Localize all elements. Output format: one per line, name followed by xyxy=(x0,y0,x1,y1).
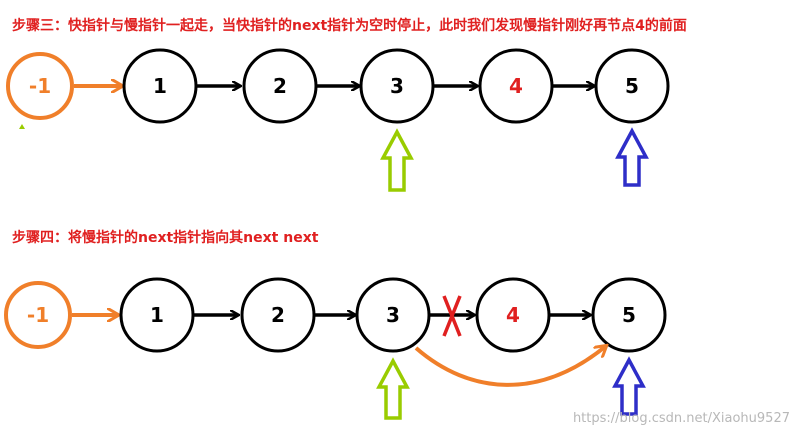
step4-new-link-3-to-5 xyxy=(414,346,606,387)
step4-node-5-label: 5 xyxy=(622,303,636,327)
step3-node-3-label: 3 xyxy=(390,74,404,98)
step4-node-head-label: -1 xyxy=(27,303,49,327)
step4-caption: 步骤四：将慢指针的next指针指向其next next xyxy=(12,229,319,246)
step4-slow-pointer-arrow-icon xyxy=(376,357,410,420)
step3-node-4-label: 4 xyxy=(509,74,523,98)
step4-node-head xyxy=(4,281,72,349)
step4-cross-icon xyxy=(442,295,462,337)
step3-node-2-label: 2 xyxy=(273,74,287,98)
step4-node-4-label: 4 xyxy=(506,303,520,327)
step4-node-3 xyxy=(355,277,431,353)
watermark: https://blog.csdn.net/Xiaohu9527 xyxy=(573,411,790,426)
step3-node-2 xyxy=(242,48,318,124)
step3-node-5 xyxy=(594,48,670,124)
step3-node-1 xyxy=(122,48,198,124)
step4-node-2 xyxy=(240,277,316,353)
step4-node-2-label: 2 xyxy=(271,303,285,327)
step3-node-3 xyxy=(359,48,435,124)
step3-small-marker-icon xyxy=(19,124,25,129)
step3-slow-pointer-arrow-icon xyxy=(380,128,414,192)
step4-node-1-label: 1 xyxy=(150,303,164,327)
step3-node-1-label: 1 xyxy=(153,74,167,98)
step4-node-3-label: 3 xyxy=(386,303,400,327)
step3-node-head-label: -1 xyxy=(29,74,51,98)
step3-node-5-label: 5 xyxy=(625,74,639,98)
step3-fast-pointer-arrow-icon xyxy=(615,127,649,187)
step4-node-4 xyxy=(475,277,551,353)
step3-node-4 xyxy=(478,48,554,124)
step4-node-1 xyxy=(119,277,195,353)
step4-fast-pointer-arrow-icon xyxy=(612,356,646,416)
step3-caption: 步骤三：快指针与慢指针一起走，当快指针的next指针为空时停止，此时我们发现慢指… xyxy=(12,17,687,34)
step3-node-head xyxy=(6,52,74,120)
step4-node-5 xyxy=(591,277,667,353)
